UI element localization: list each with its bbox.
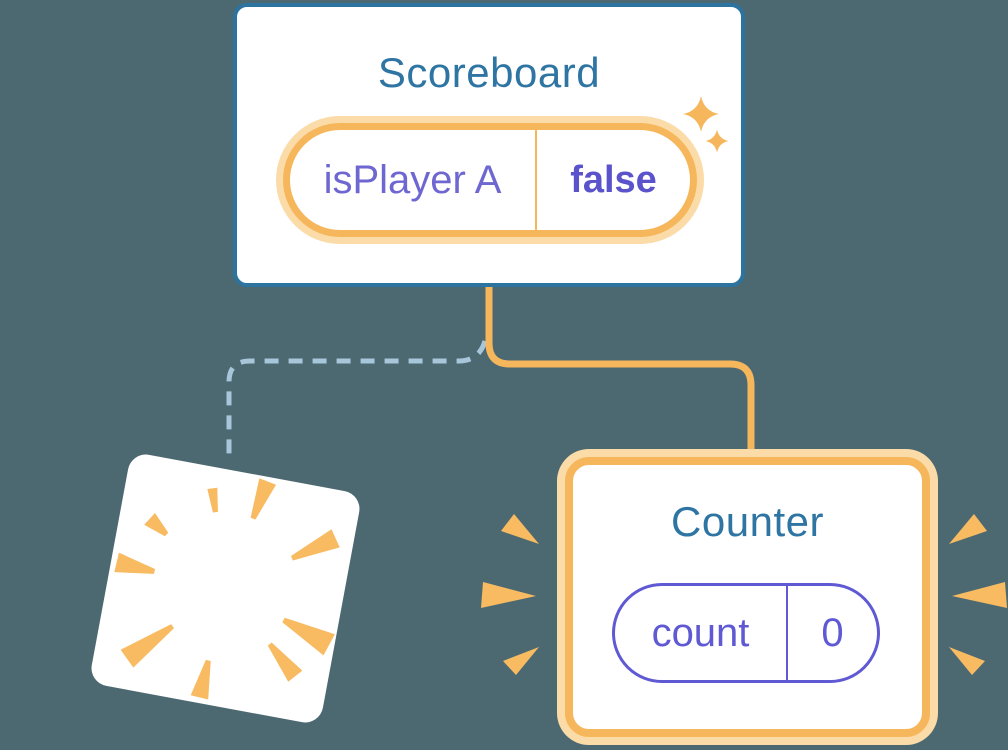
emphasis-dashes-icon — [481, 514, 539, 675]
destroyed-component-card — [88, 451, 363, 726]
counter-card: Counter count 0 — [565, 457, 930, 737]
counter-state-pill: count 0 — [612, 583, 880, 683]
scoreboard-state-value: false — [535, 130, 690, 230]
scoreboard-state-pill: isPlayer A false — [283, 123, 697, 237]
solid-connector-line — [485, 285, 755, 462]
counter-title: Counter — [671, 498, 824, 545]
counter-state-name: count — [651, 610, 750, 655]
counter-state-value: 0 — [786, 586, 877, 680]
scoreboard-state-name: isPlayer A — [323, 157, 502, 202]
emphasis-dashes-icon — [949, 514, 1007, 675]
poof-burst-icon — [114, 478, 340, 700]
scoreboard-title: Scoreboard — [377, 49, 601, 96]
scoreboard-card: Scoreboard isPlayer A false — [233, 3, 745, 287]
dashed-connector-line — [226, 340, 488, 462]
